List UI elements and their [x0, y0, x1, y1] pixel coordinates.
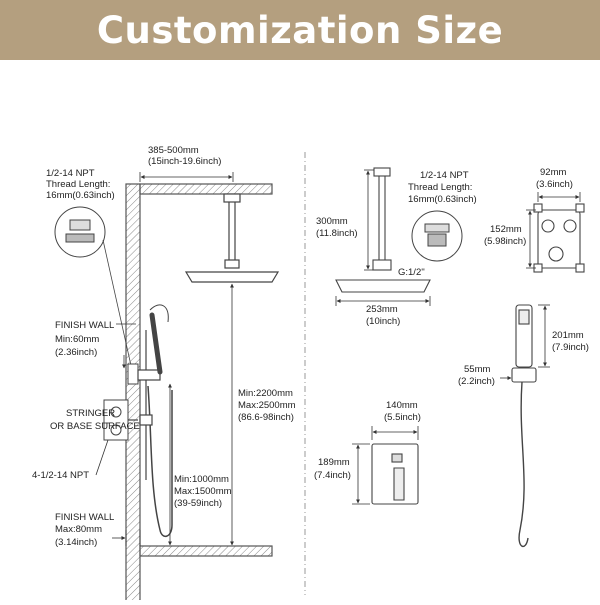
head-width-mm: 253mm — [366, 304, 398, 315]
handheld-holder — [137, 369, 161, 381]
head-width-dimension — [335, 296, 431, 306]
wall — [125, 183, 141, 605]
rain-shower-head — [184, 271, 280, 283]
width-range-inch: (15inch-19.6inch) — [148, 156, 221, 167]
finish-wall-top-label: FINISH WALL — [55, 320, 114, 331]
plate-width-dimension — [371, 426, 419, 440]
handheld-length-dimension — [538, 304, 550, 368]
valve-width-dimension — [537, 192, 581, 202]
right-thread-length: 16mm(0.63inch) — [408, 194, 477, 205]
plate-height-dimension — [352, 443, 370, 505]
valve-height-dimension — [526, 209, 536, 269]
holder-detail — [511, 367, 537, 383]
handheld-shower — [149, 312, 163, 375]
header-banner: Customization Size — [0, 0, 600, 60]
valve-width-mm: 92mm — [540, 167, 566, 178]
right-thread-detail-circle — [411, 210, 463, 262]
trim-handle — [393, 467, 405, 501]
handheld-detail — [511, 304, 537, 548]
plate-height-inch: (7.4inch) — [314, 470, 351, 481]
height-inch: (86.6-98inch) — [238, 412, 294, 423]
width-range-dimension — [139, 172, 234, 182]
arm-length-dimension — [364, 169, 374, 271]
slide-min: Min:1000mm — [174, 474, 229, 485]
thread-npt-label: 1/2-14 NPT — [46, 168, 95, 179]
valve-height-mm: 152mm — [490, 224, 522, 235]
valve-body-detail — [533, 203, 585, 273]
finish-wall-bottom-dimension — [112, 530, 141, 546]
hose-detail — [518, 381, 529, 548]
floor-slab — [139, 545, 273, 557]
right-thread-length-label: Thread Length: — [408, 182, 472, 193]
handheld-length-inch: (7.9inch) — [552, 342, 589, 353]
height-max: Max:2500mm — [238, 400, 296, 411]
npt-4-label: 4-1/2-14 NPT — [32, 470, 89, 481]
head-width-inch: (10inch) — [366, 316, 400, 327]
connector-label: G:1/2'' — [398, 267, 425, 278]
plate-height-mm: 189mm — [318, 457, 350, 468]
rain-shower-head-detail — [335, 279, 431, 293]
handheld-length-mm: 201mm — [552, 330, 584, 341]
plate-width-inch: (5.5inch) — [384, 412, 421, 423]
ceiling-shower — [184, 193, 280, 283]
shower-hose — [147, 385, 173, 537]
height-min: Min:2200mm — [238, 388, 293, 399]
thread-length-label: Thread Length: — [46, 179, 110, 190]
outlet-elbow — [127, 363, 139, 385]
finish-wall-bottom-label: FINISH WALL — [55, 512, 114, 523]
valve-height-inch: (5.98inch) — [484, 236, 526, 247]
thread-detail-circle — [54, 206, 133, 371]
wall-structure — [125, 183, 273, 605]
holder-width-inch: (2.2inch) — [458, 376, 495, 387]
trim-plate-detail — [371, 443, 419, 505]
finish-wall-bottom-inch: (3.14inch) — [55, 537, 97, 548]
stringer-label: STRINGER — [66, 408, 115, 419]
valve-assembly — [103, 363, 139, 441]
arm-length-mm: 300mm — [316, 216, 348, 227]
holder-width-mm: 55mm — [464, 364, 490, 375]
right-thread-npt: 1/2-14 NPT — [420, 170, 469, 181]
dimension-diagram: 385-500mm (15inch-19.6inch) 1/2-14 NPT T… — [32, 145, 589, 605]
plate-width-mm: 140mm — [386, 400, 418, 411]
thread-length-value: 16mm(0.63inch) — [46, 190, 115, 201]
width-range-mm: 385-500mm — [148, 145, 199, 156]
slide-max: Max:1500mm — [174, 486, 232, 497]
shower-arm-detail — [335, 167, 431, 293]
finish-wall-top-min: Min:60mm — [55, 334, 99, 345]
stringer-label-2: OR BASE SURFACE — [50, 421, 140, 432]
ceiling-flange — [223, 193, 241, 203]
finish-wall-bottom-max: Max:80mm — [55, 524, 102, 535]
page-title: Customization Size — [96, 8, 504, 52]
diagram-area: 385-500mm (15inch-19.6inch) 1/2-14 NPT T… — [0, 60, 600, 605]
finish-wall-top-inch: (2.36inch) — [55, 347, 97, 358]
slide-inch: (39-59inch) — [174, 498, 222, 509]
arm-length-inch: (11.8inch) — [316, 228, 358, 239]
ceiling-slab — [139, 183, 273, 195]
valve-width-inch: (3.6inch) — [536, 179, 573, 190]
arm-joint — [224, 259, 240, 269]
